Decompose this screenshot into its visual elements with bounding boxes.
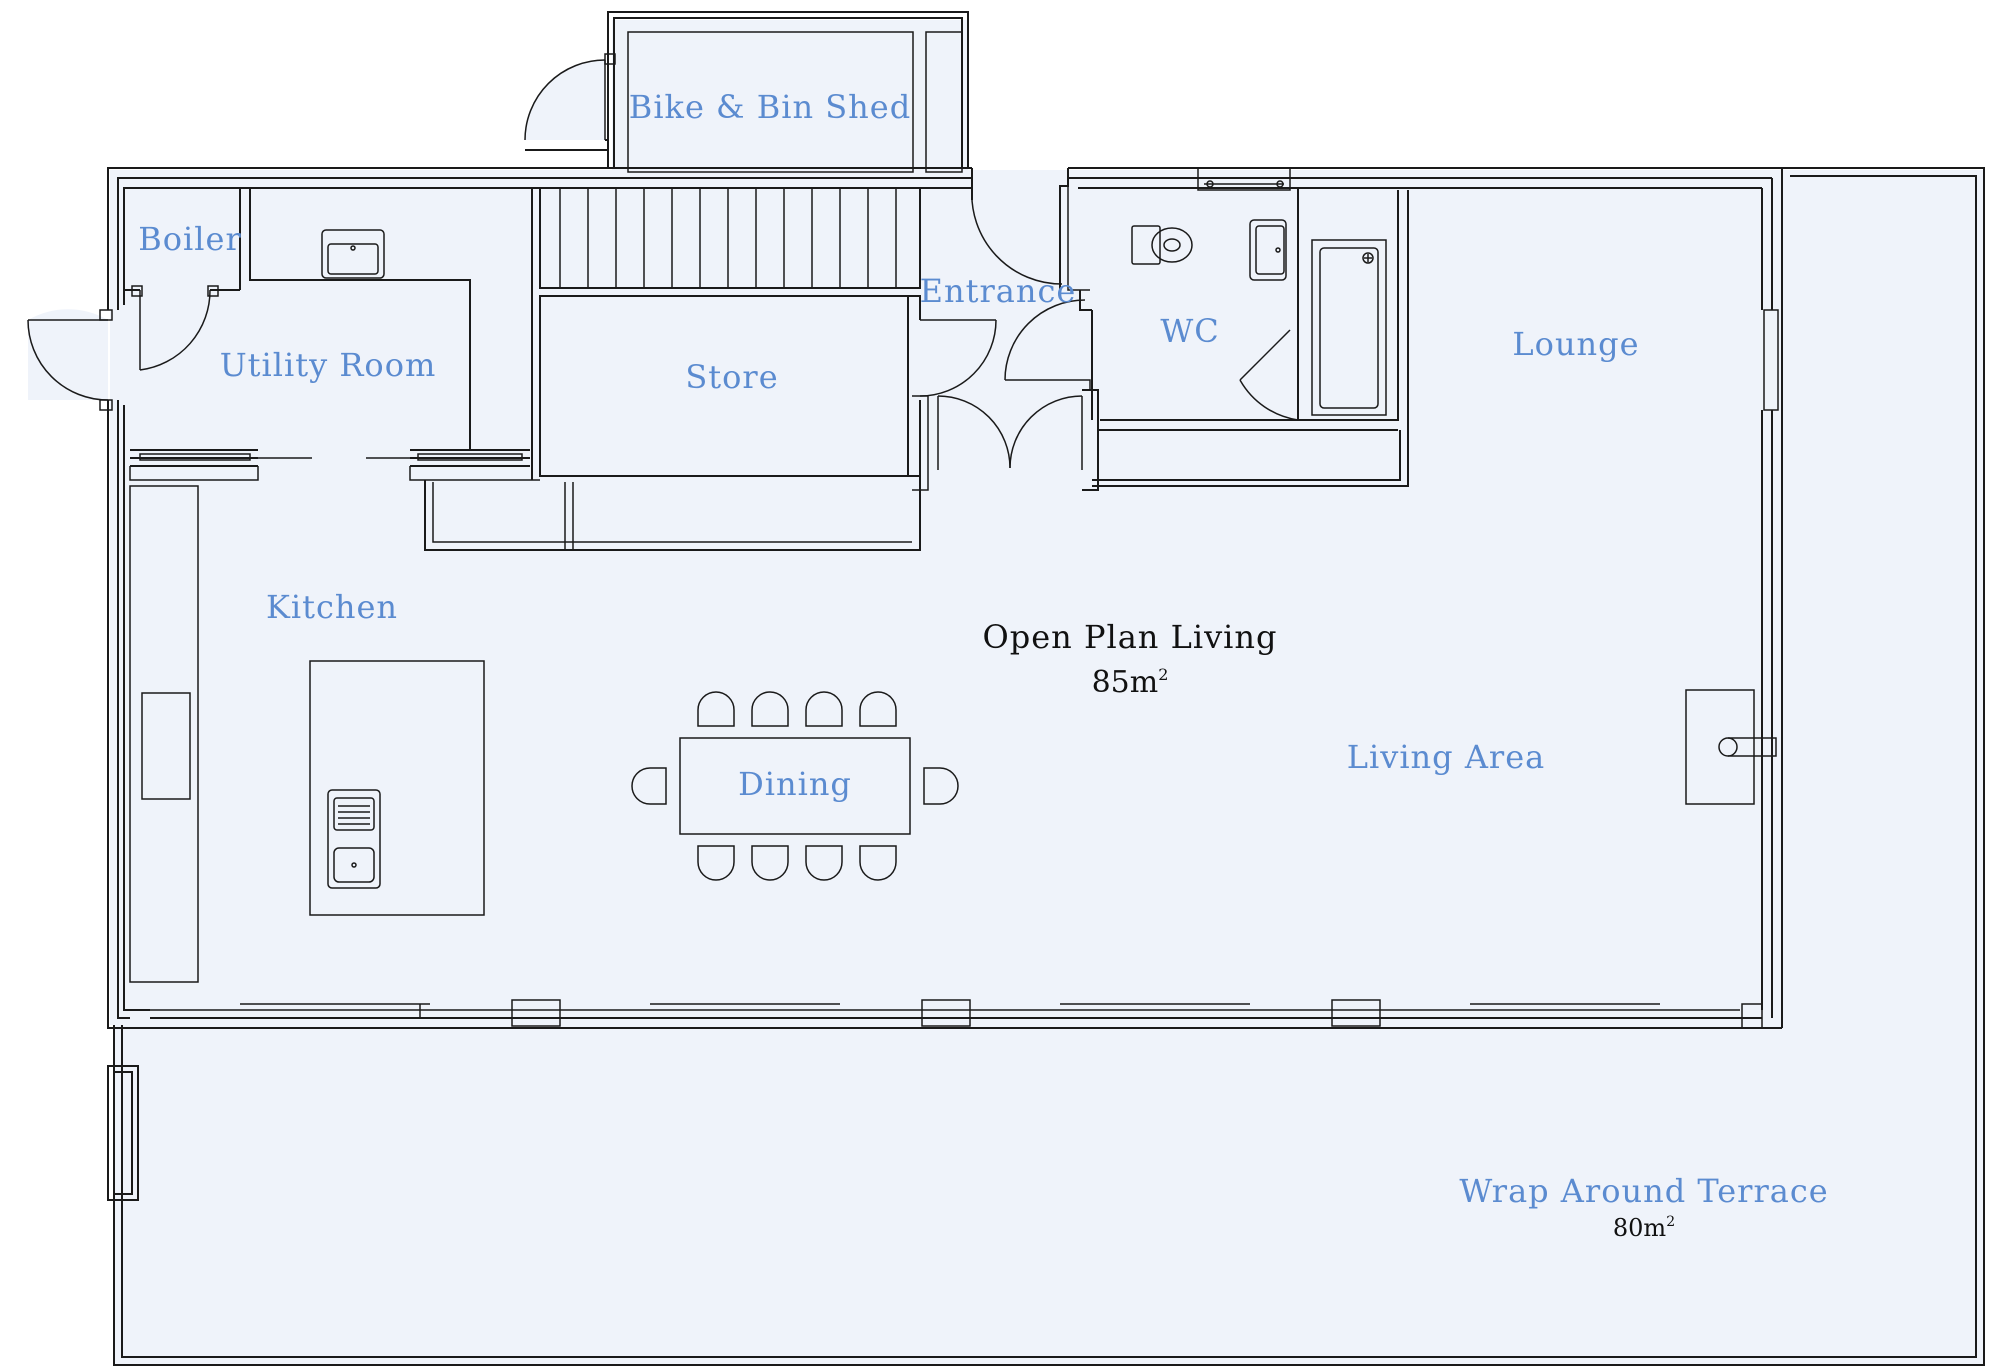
dining-set — [631, 691, 959, 881]
floor-fills — [28, 20, 1984, 1365]
kitchen-fittings — [129, 485, 485, 983]
label-kitchen: Kitchen — [266, 588, 398, 626]
terrace-area-sup: 2 — [1666, 1214, 1675, 1230]
bottom-glazing — [150, 999, 1763, 1029]
open-plan-area-sup: 2 — [1158, 665, 1168, 684]
room-labels: Bike & Bin Shed Boiler Utility Room Stor… — [138, 88, 1828, 1210]
label-lounge: Lounge — [1512, 325, 1639, 363]
label-wc: WC — [1160, 312, 1219, 350]
label-store: Store — [685, 358, 778, 396]
external-walls — [107, 167, 1783, 1029]
store-walls — [424, 295, 997, 551]
terrace-area-value: 80m — [1613, 1214, 1667, 1242]
label-terrace: Wrap Around Terrace — [1459, 1172, 1828, 1210]
label-entrance: Entrance — [920, 272, 1077, 310]
entrance-walls — [937, 168, 1099, 491]
label-utility: Utility Room — [220, 346, 437, 384]
label-dining: Dining — [738, 765, 852, 803]
open-plan-area-value: 85m — [1092, 665, 1159, 700]
utility-walls — [124, 188, 540, 481]
living-unit — [1685, 689, 1777, 805]
label-boiler: Boiler — [138, 220, 241, 258]
terrace-area: 80m2 — [1613, 1214, 1675, 1242]
label-living-area: Living Area — [1347, 738, 1545, 776]
label-bike-shed: Bike & Bin Shed — [629, 88, 911, 126]
area-labels: Open Plan Living 85m2 80m2 — [983, 618, 1676, 1242]
open-plan-area: 85m2 — [1092, 665, 1169, 700]
wc-walls — [1091, 167, 1409, 487]
terrace-outline — [107, 167, 1985, 1366]
bike-shed-walls — [524, 11, 969, 173]
left-door — [27, 309, 113, 411]
stairs — [531, 188, 921, 480]
label-open-plan: Open Plan Living — [983, 618, 1278, 656]
